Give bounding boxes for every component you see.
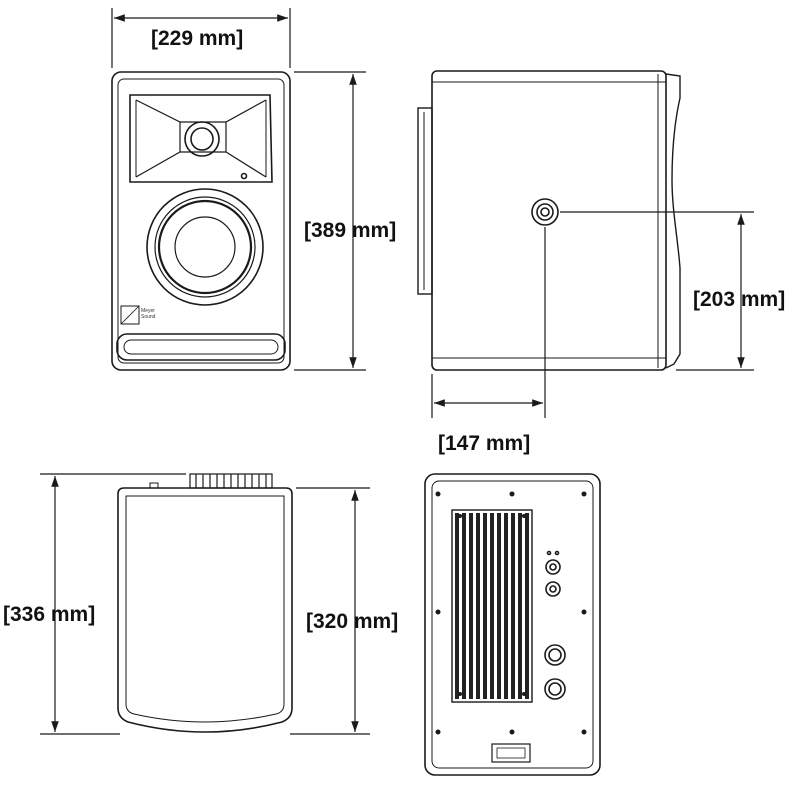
top-body-depth-label: [320 mm] <box>306 610 399 633</box>
brand-logo <box>120 305 140 325</box>
front-height-label: [389 mm] <box>304 219 397 242</box>
side-cabinet <box>431 70 667 371</box>
top-body-depth-dimension <box>290 487 370 735</box>
side-view <box>417 70 681 371</box>
rear-cabinet <box>424 473 601 776</box>
tweeter <box>184 121 220 157</box>
heatsink-fin <box>483 513 487 699</box>
heatsink-fin <box>490 513 494 699</box>
woofer <box>146 188 264 306</box>
heatsink-fins <box>455 513 529 699</box>
rear-panel-edge <box>417 107 433 295</box>
front-cabinet <box>111 71 291 371</box>
horn-waveguide <box>129 94 273 183</box>
heatsink-fin <box>455 513 459 699</box>
front-height-dimension <box>294 71 366 371</box>
heatsink-fin <box>462 513 466 699</box>
mount-depth-label: [147 mm] <box>438 432 531 455</box>
heatsink-fin <box>511 513 515 699</box>
brand-line-1: Meyer <box>141 308 155 314</box>
heatsink-fin <box>518 513 522 699</box>
top-view <box>117 473 293 733</box>
heatsink-fin <box>504 513 508 699</box>
top-total-depth-dimension <box>40 473 186 735</box>
power-in-connector <box>544 644 566 666</box>
front-view <box>111 71 291 371</box>
rear-label-plate <box>491 743 531 763</box>
rear-screws <box>435 491 587 735</box>
xlr-input-connector <box>545 559 561 575</box>
mount-height-label: [203 mm] <box>693 288 786 311</box>
mount-point <box>531 198 559 226</box>
top-total-depth-label: [336 mm] <box>3 603 96 626</box>
brand-logo-text: Meyer Sound <box>141 308 155 320</box>
heatsink-fin <box>497 513 501 699</box>
power-loop-connector <box>544 678 566 700</box>
front-width-label: [229 mm] <box>151 27 244 50</box>
mount-height-dimension <box>560 211 754 371</box>
front-width-dimension <box>111 8 291 68</box>
heatsink-fin <box>476 513 480 699</box>
brand-line-2: Sound <box>141 314 156 320</box>
rear-heatsink <box>451 509 533 703</box>
mount-depth-dimension <box>431 227 546 418</box>
heatsink-fin <box>525 513 529 699</box>
xlr-loop-connector <box>545 581 561 597</box>
heatsink-fin <box>469 513 473 699</box>
front-port <box>116 333 286 361</box>
front-baffle-profile <box>665 73 681 369</box>
rear-view <box>424 473 601 776</box>
top-cabinet <box>117 487 293 733</box>
